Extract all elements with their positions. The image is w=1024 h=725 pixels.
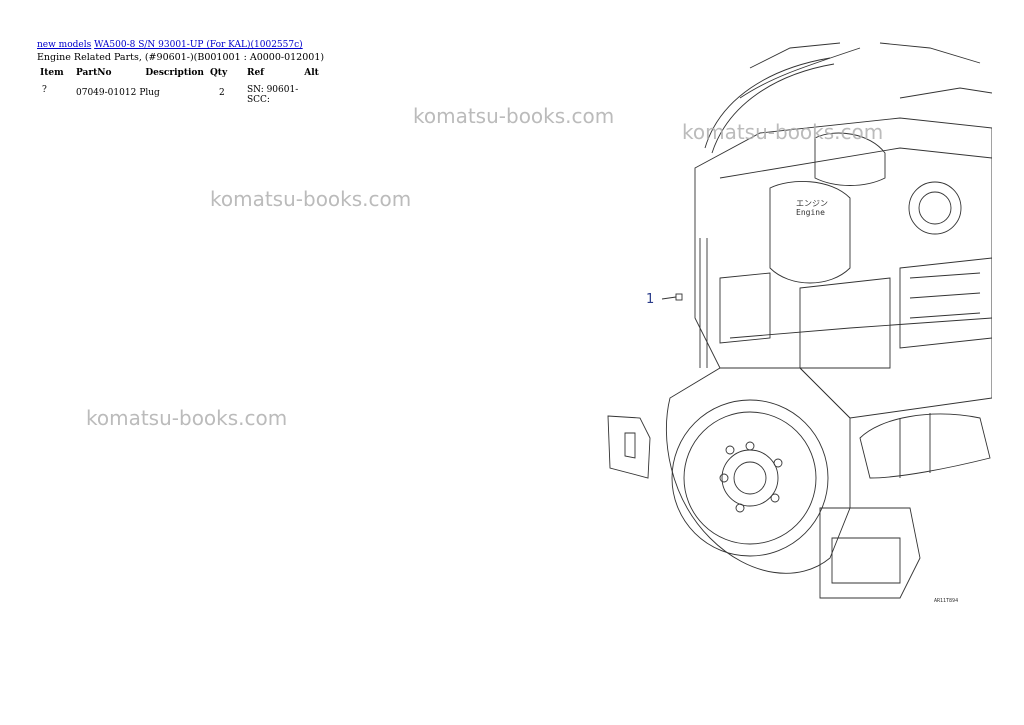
header-alt: Alt	[304, 68, 319, 78]
header-partno: PartNo	[76, 68, 112, 78]
callout-number: 1	[646, 292, 654, 307]
cell-qty: 2	[218, 88, 225, 98]
engine-label-en: Engine	[796, 208, 825, 217]
table-row: ? 07049-01012 Plug 2 SN: 90601- SCC:	[37, 84, 337, 106]
header-qty: Qty	[209, 68, 228, 78]
watermark-2: komatsu-books.com	[682, 120, 884, 144]
cell-item: ?	[42, 85, 47, 95]
table-header-row: Item PartNo Description Qty Ref Alt	[37, 66, 337, 80]
watermark-4: komatsu-books.com	[86, 406, 288, 430]
cell-description: Plug	[139, 88, 160, 98]
watermark-1: komatsu-books.com	[413, 104, 615, 128]
engine-label-jp: エンジン	[796, 199, 828, 208]
header-ref: Ref	[246, 68, 265, 78]
cell-ref-line1: SN: 90601-	[246, 85, 299, 95]
breadcrumb: new models WA500-8 S/N 93001-UP (For KAL…	[37, 40, 303, 50]
engine-parts-drawing: 1 エンジン Engine	[607, 42, 992, 599]
breadcrumb-link-new-models[interactable]: new models	[37, 40, 92, 50]
drawing-code: AR11T894	[934, 598, 959, 604]
cell-alt	[301, 84, 337, 106]
header-item: Item	[40, 68, 64, 78]
header-description: Description	[145, 68, 204, 78]
breadcrumb-link-model[interactable]: WA500-8 S/N 93001-UP (For KAL)(1002557c)	[94, 40, 303, 50]
watermark-3: komatsu-books.com	[210, 187, 412, 211]
cell-ref-line2: SCC:	[246, 95, 270, 105]
page-subtitle: Engine Related Parts, (#90601-)(B001001 …	[37, 52, 325, 63]
parts-table: Item PartNo Description Qty Ref Alt ? 07…	[37, 66, 337, 106]
cell-partno: 07049-01012	[76, 88, 137, 98]
cell-ref: SN: 90601- SCC:	[237, 84, 301, 106]
